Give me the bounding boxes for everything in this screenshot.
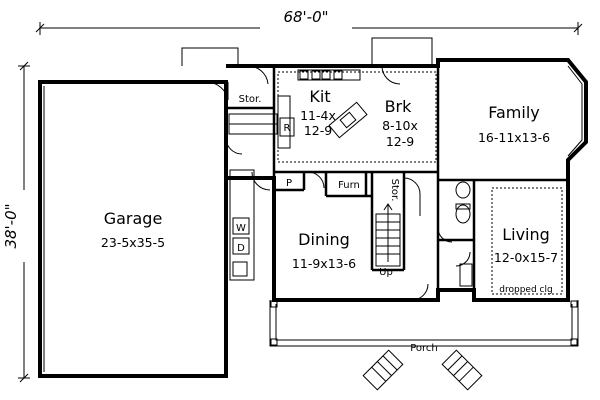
- kitchen-counters: [277, 69, 361, 149]
- living-ceiling-note: dropped clg: [499, 285, 552, 295]
- laundry-area: [228, 113, 278, 281]
- washer-label: W: [236, 223, 246, 234]
- living-label: Living: [502, 225, 550, 244]
- kitchen-label: Kit: [309, 87, 330, 106]
- house-exterior-walls: [226, 58, 588, 302]
- living-size: 12-0x15-7: [494, 250, 558, 265]
- garage-size: 23-5x35-5: [101, 235, 165, 250]
- kitchen-size-line2: 12-9: [304, 123, 332, 138]
- breakfast-size-line1: 8-10x: [382, 118, 418, 133]
- width-dimension: 68'-0": [35, 8, 583, 35]
- door-swings: [206, 65, 471, 301]
- dryer-label: D: [237, 243, 245, 254]
- breakfast-size-line2: 12-9: [386, 134, 414, 149]
- refrigerator: [279, 117, 295, 137]
- dining-size: 11-9x13-6: [292, 256, 356, 271]
- furnace-label: Furn: [338, 180, 360, 191]
- garage-label: Garage: [104, 209, 163, 228]
- family-size: 16-11x13-6: [478, 130, 550, 145]
- staircase: [375, 203, 401, 267]
- living-closet: [459, 263, 473, 287]
- powder-room-fixtures: [455, 181, 471, 224]
- refrigerator-label: R: [284, 123, 291, 134]
- breakfast-label: Brk: [385, 97, 413, 116]
- stair-storage-label: Stor.: [389, 179, 400, 202]
- width-dimension-label: 68'-0": [283, 8, 328, 26]
- stairs-up-label: Up: [379, 267, 393, 278]
- kitchen-island: [328, 101, 368, 139]
- family-label: Family: [488, 103, 539, 122]
- depth-dimension-label: 38'-0": [2, 203, 20, 248]
- garage-walls: [38, 80, 228, 378]
- porch-label: Porch: [410, 343, 438, 354]
- pantry-label: P: [286, 178, 292, 189]
- storage-label: Stor.: [239, 94, 262, 105]
- dining-label: Dining: [298, 230, 350, 249]
- kitchen-size-line1: 11-4x: [300, 108, 336, 123]
- porch: [269, 300, 579, 391]
- depth-dimension: 38'-0": [2, 61, 30, 383]
